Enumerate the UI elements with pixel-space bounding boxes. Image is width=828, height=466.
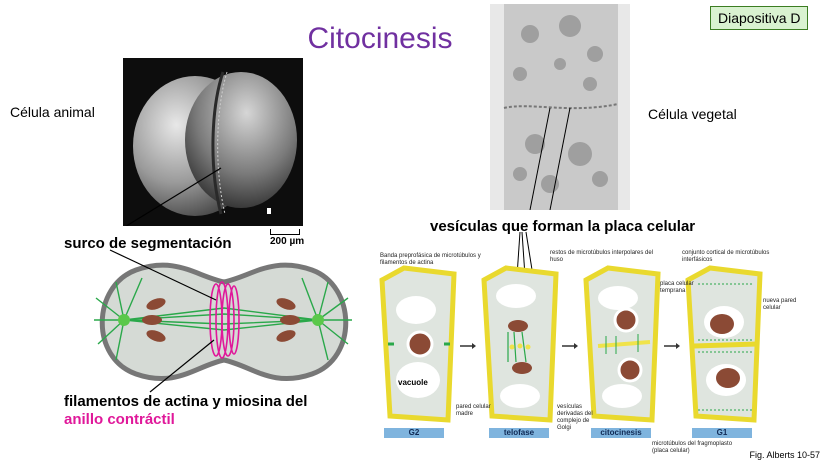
annotation-preprophase: Banda preprofásica de microtúbulos y fil… <box>380 253 481 266</box>
plant-cytokinesis-diagram <box>379 265 763 423</box>
slide-badge: Diapositiva D <box>710 6 809 30</box>
animal-cell-micrograph <box>123 58 303 226</box>
annotation-golgi-vesicles: vesículas derivadas del complejo de Golg… <box>557 404 593 431</box>
furrow-label: surco de segmentación <box>64 235 232 252</box>
annotation-new-wall: nueva pared celular <box>763 298 797 311</box>
scale-bar-label: 200 µm <box>270 236 305 247</box>
figure-reference: Fig. Alberts 10-57 <box>749 450 820 460</box>
cell-telofase <box>481 265 559 423</box>
cell-citocinesis <box>583 265 661 423</box>
scale-bar <box>270 229 300 235</box>
annotation-vacuole: vacuole <box>398 378 428 387</box>
stage-telofase: telofase <box>489 428 549 438</box>
annotation-mother-wall: pared celular madre <box>456 404 491 417</box>
annotation-spindle-rest: restos de microtúbulos interpolares del … <box>550 250 654 263</box>
slide-title: Citocinesis <box>307 22 453 55</box>
plant-cell-label: Célula vegetal <box>648 106 737 122</box>
filaments-label: filamentos de actina y miosina del <box>64 393 308 410</box>
cell-g2 <box>379 265 457 423</box>
stage-g2: G2 <box>384 428 444 438</box>
annotation-early-plate: placa celular temprana <box>660 281 694 294</box>
annotation-cortical: conjunto cortical de microtúbulos interf… <box>682 250 770 263</box>
stage-g1: G1 <box>692 428 752 438</box>
annotation-phragmoplast: microtúbulos del fragmoplasto (placa cel… <box>652 441 733 454</box>
plant-cell-micrograph <box>490 4 630 210</box>
animal-cytokinesis-diagram <box>94 262 352 381</box>
stage-citocinesis: citocinesis <box>591 428 651 438</box>
vesicles-label: vesículas que forman la placa celular <box>430 218 696 235</box>
ring-label: anillo contráctil <box>64 411 175 428</box>
cell-g1 <box>685 265 763 423</box>
animal-cell-label: Célula animal <box>10 104 95 120</box>
